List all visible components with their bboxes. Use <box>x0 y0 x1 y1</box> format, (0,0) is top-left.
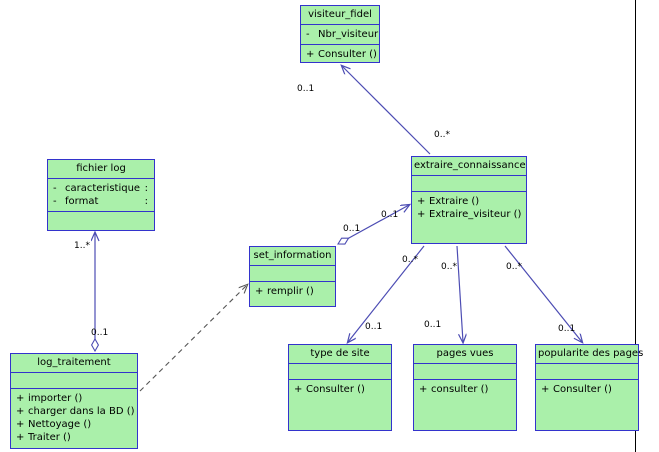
multiplicity-label-m-fichierlog-1star: 1..* <box>74 241 90 251</box>
class-operation: +consulter () <box>414 383 516 396</box>
class-operation: +Consulter () <box>301 48 379 61</box>
relation-setinfo-extraire <box>338 205 409 244</box>
visibility-marker: - <box>53 183 57 194</box>
operations-compartment: +Extraire ()+Extraire_visiteur () <box>412 192 526 224</box>
multiplicity-label-m-logtrait-01: 0..1 <box>91 328 109 338</box>
attribute-type <box>378 28 384 41</box>
frame-vertical-line <box>635 0 636 452</box>
class-name: pages vues <box>414 345 516 364</box>
visibility-marker: - <box>53 196 57 207</box>
class-operation: +Traiter () <box>11 431 137 444</box>
operations-compartment: +Consulter () <box>289 380 391 399</box>
operations-compartment: +Consulter () <box>536 380 638 399</box>
operation-name: consulter () <box>431 384 489 395</box>
operation-name: Consulter () <box>306 384 365 395</box>
attribute-type: : <box>144 183 148 194</box>
multiplicity-label-m-type-01: 0..1 <box>365 322 383 332</box>
class-attribute: -Nbr_visiteur <box>301 28 379 41</box>
attributes-compartment <box>11 373 137 389</box>
multiplicity-label-m-setinfo-01: 0..1 <box>343 224 361 234</box>
class-name: fichier log <box>48 160 154 179</box>
class-operation: +remplir () <box>250 285 335 298</box>
uml-class-pages_vues[interactable]: pages vues +consulter () <box>413 344 517 431</box>
uml-class-visiteur_fidel[interactable]: visiteur_fidel-Nbr_visiteur+Consulter () <box>300 5 380 63</box>
attribute-type: : <box>144 196 148 207</box>
operations-compartment: +importer ()+charger dans la BD ()+Netto… <box>11 389 137 447</box>
visibility-marker: - <box>306 29 310 40</box>
multiplicity-label-m-pages-01: 0..1 <box>424 320 442 330</box>
relation-extraire-typedesite <box>348 245 425 342</box>
class-operation: +Extraire_visiteur () <box>412 208 526 221</box>
attributes-compartment <box>414 364 516 380</box>
class-operation: +Nettoyage () <box>11 418 137 431</box>
visibility-marker: + <box>417 196 426 207</box>
operation-name: Extraire () <box>429 196 480 207</box>
attributes-compartment: -Nbr_visiteur <box>301 25 379 45</box>
uml-class-set_information[interactable]: set_information +remplir () <box>249 246 336 307</box>
multiplicity-label-m-pages-0star: 0..* <box>441 262 457 272</box>
visibility-marker: + <box>417 209 426 220</box>
class-name: extraire_connaissance <box>412 157 526 176</box>
attributes-compartment <box>412 176 526 192</box>
operations-compartment: +consulter () <box>414 380 516 399</box>
operations-compartment <box>48 212 154 218</box>
operation-name: Nettoyage () <box>28 419 92 430</box>
class-name: visiteur_fidel <box>301 6 379 25</box>
relation-extraire-pagesvues <box>456 245 463 342</box>
operation-name: Consulter () <box>553 384 612 395</box>
operation-name: Extraire_visiteur () <box>429 209 522 220</box>
relation-logtraitement-setinfo <box>139 285 247 392</box>
attributes-compartment <box>250 266 335 282</box>
multiplicity-label-m-type-0star: 0..* <box>402 255 418 265</box>
class-operation: +importer () <box>11 392 137 405</box>
class-name: popularite des pages <box>536 345 643 364</box>
visibility-marker: + <box>294 384 303 395</box>
attribute-name: Nbr_visiteur <box>318 29 379 40</box>
attribute-name: format <box>65 196 99 207</box>
class-operation: +Consulter () <box>536 383 638 396</box>
visibility-marker: + <box>16 393 25 404</box>
visibility-marker: + <box>255 286 264 297</box>
operation-name: Consulter () <box>318 49 377 60</box>
multiplicity-label-m-popularite-01: 0..1 <box>558 324 576 334</box>
class-name: log_traitement <box>11 354 137 373</box>
class-name: set_information <box>250 247 335 266</box>
operation-name: charger dans la BD () <box>28 406 135 417</box>
multiplicity-label-m-extraireleft-01: 0..1 <box>381 210 399 220</box>
operation-name: Traiter () <box>28 432 71 443</box>
visibility-marker: + <box>541 384 550 395</box>
uml-class-extraire_connaissance[interactable]: extraire_connaissance +Extraire ()+Extrai… <box>411 156 527 244</box>
class-operation: +charger dans la BD () <box>11 405 137 418</box>
class-attribute: -caracteristique: <box>48 182 154 195</box>
visibility-marker: + <box>16 419 25 430</box>
attributes-compartment: -caracteristique:-format: <box>48 179 154 212</box>
class-operation: +Consulter () <box>289 383 391 396</box>
class-name: type de site <box>289 345 391 364</box>
operation-name: remplir () <box>267 286 314 297</box>
operation-name: importer () <box>28 393 83 404</box>
visibility-marker: + <box>306 49 315 60</box>
multiplicity-label-m-visiteur-01: 0..1 <box>297 84 315 94</box>
visibility-marker: + <box>16 406 25 417</box>
uml-class-type_de_site[interactable]: type de site +Consulter () <box>288 344 392 431</box>
uml-class-fichier_log[interactable]: fichier log-caracteristique:-format: <box>47 159 155 231</box>
class-attribute: -format: <box>48 195 154 208</box>
uml-class-log_traitement[interactable]: log_traitement+importer ()+charger dans … <box>10 353 138 449</box>
operations-compartment: +remplir () <box>250 282 335 301</box>
multiplicity-label-m-popularite-0star: 0..* <box>506 262 522 272</box>
visibility-marker: + <box>16 432 25 443</box>
uml-class-popularite_des_pages[interactable]: popularite des pages +Consulter () <box>535 344 643 431</box>
attributes-compartment <box>289 364 391 380</box>
relation-extraire-popularite <box>504 245 582 342</box>
relation-extraire-visiteur <box>342 66 431 155</box>
operations-compartment: +Consulter () <box>301 45 379 64</box>
class-operation: +Extraire () <box>412 195 526 208</box>
multiplicity-label-m-extraire-0star: 0..* <box>434 130 450 140</box>
attribute-name: caracteristique <box>65 183 141 194</box>
visibility-marker: + <box>419 384 428 395</box>
attributes-compartment <box>536 364 638 380</box>
